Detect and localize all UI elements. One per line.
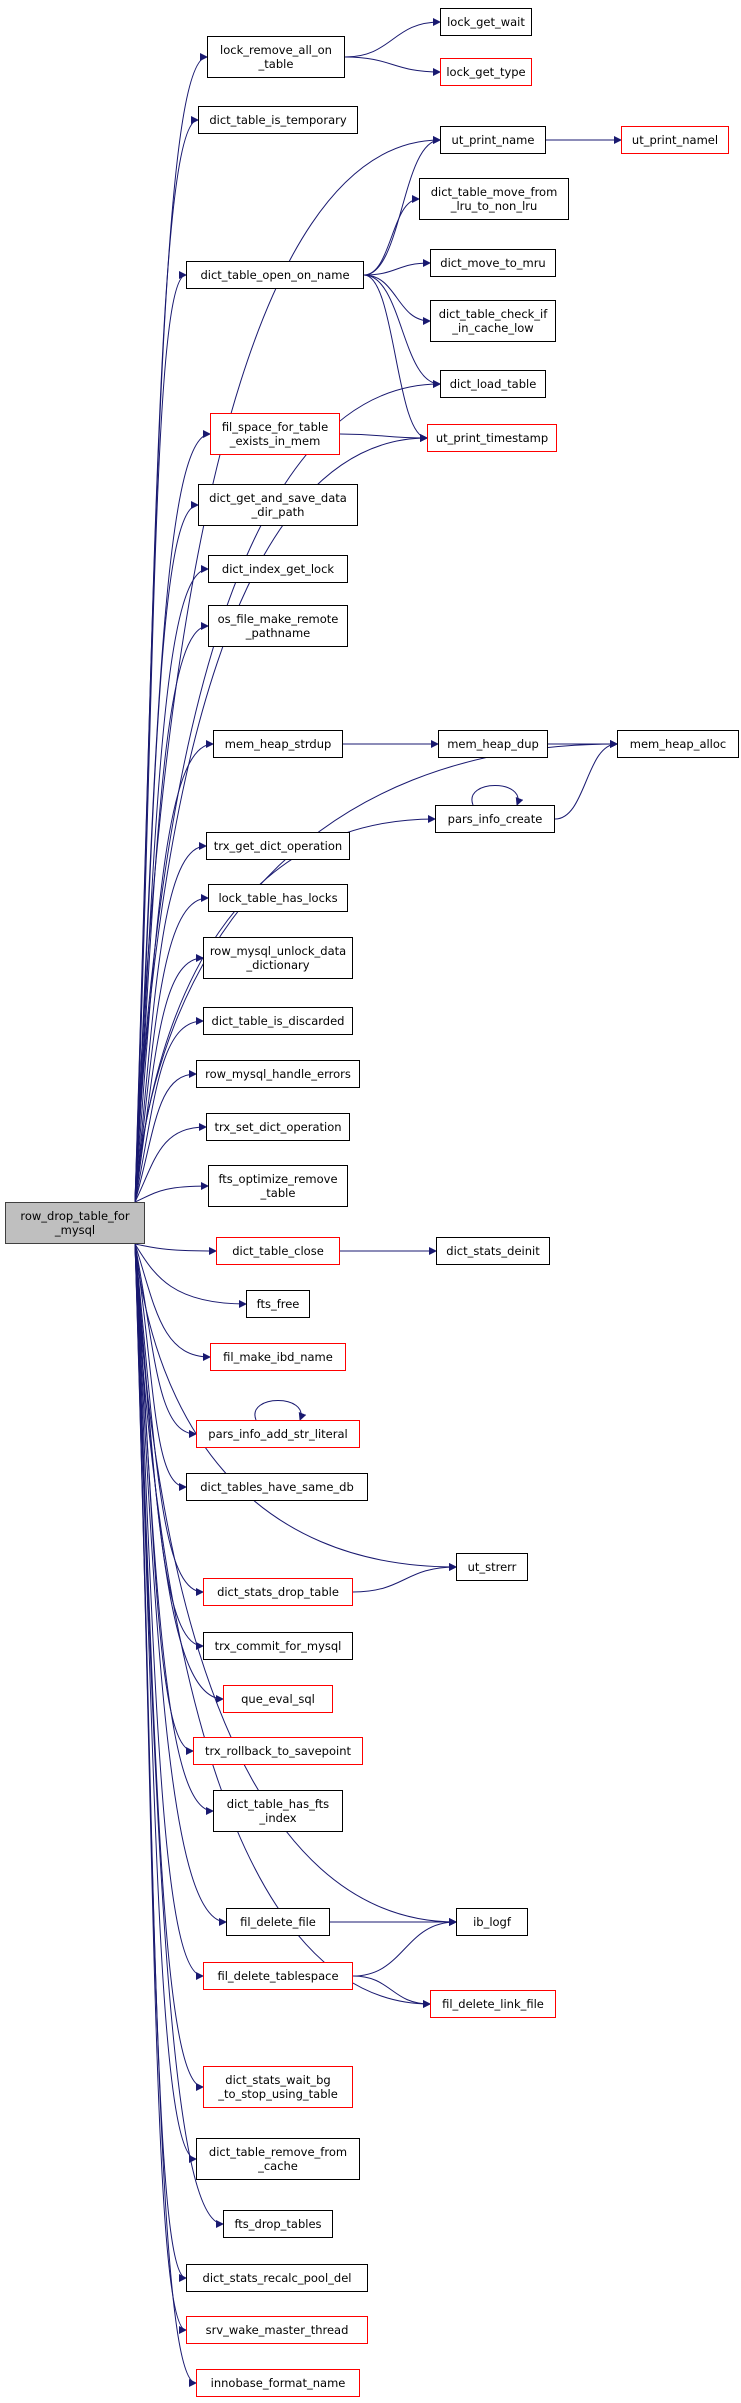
node-srv-wake-master-thread[interactable]: srv_wake_master_thread <box>186 2316 368 2344</box>
node-dict-tables-have-same-db[interactable]: dict_tables_have_same_db <box>186 1473 368 1501</box>
node-dict-move-to-mru[interactable]: dict_move_to_mru <box>430 249 556 277</box>
edge-pars-info-create-to-pars-info-create <box>471 785 524 806</box>
edge-dict-table-open-on-name-to-dict-load-table <box>363 274 441 388</box>
node-dict-table-open-on-name[interactable]: dict_table_open_on_name <box>186 261 364 289</box>
node-dict-table-check-if-in-cache-low[interactable]: dict_table_check_if _in_cache_low <box>430 300 556 342</box>
node-mem-heap-dup[interactable]: mem_heap_dup <box>438 730 548 758</box>
node-pars-info-create[interactable]: pars_info_create <box>435 805 555 833</box>
edge-row-drop-table-for-mysql-to-fil-make-ibd-name <box>134 1243 211 1361</box>
node-que-eval-sql[interactable]: que_eval_sql <box>223 1685 333 1713</box>
edge-row-drop-table-for-mysql-to-trx-set-dict-operation <box>134 1123 207 1203</box>
node-innobase-format-name[interactable]: innobase_format_name <box>196 2369 360 2397</box>
node-dict-stats-drop-table[interactable]: dict_stats_drop_table <box>203 1578 353 1606</box>
edge-row-drop-table-for-mysql-to-que-eval-sql <box>134 1243 224 1703</box>
edge-row-drop-table-for-mysql-to-ut-print-name <box>134 136 441 1203</box>
edge-dict-table-open-on-name-to-dict-move-to-mru <box>363 259 431 276</box>
edge-row-drop-table-for-mysql-to-dict-table-open-on-name <box>134 271 187 1203</box>
edge-row-drop-table-for-mysql-to-ib-logf <box>134 1243 457 1926</box>
node-dict-table-move-from-lru-to-non-lru[interactable]: dict_table_move_from _lru_to_non_lru <box>419 178 569 220</box>
edge-dict-table-open-on-name-to-ut-print-timestamp <box>363 274 428 442</box>
node-fil-space-for-table-exists-in-mem[interactable]: fil_space_for_table _exists_in_mem <box>210 413 340 455</box>
node-trx-set-dict-operation[interactable]: trx_set_dict_operation <box>206 1113 350 1141</box>
edge-fil-space-for-table-exists-in-mem-to-ut-print-timestamp <box>339 433 428 442</box>
edge-lock-remove-all-on-table-to-lock-get-wait <box>344 18 441 58</box>
node-lock-table-has-locks[interactable]: lock_table_has_locks <box>208 884 348 912</box>
node-os-file-make-remote-pathname[interactable]: os_file_make_remote _pathname <box>208 605 348 647</box>
edge-row-drop-table-for-mysql-to-lock-table-has-locks <box>134 894 209 1203</box>
edge-row-drop-table-for-mysql-to-dict-get-and-save-data-dir-path <box>134 501 199 1203</box>
node-dict-table-is-discarded[interactable]: dict_table_is_discarded <box>203 1007 353 1035</box>
edge-row-drop-table-for-mysql-to-dict-tables-have-same-db <box>134 1243 187 1491</box>
node-dict-table-is-temporary[interactable]: dict_table_is_temporary <box>198 106 358 134</box>
edge-row-drop-table-for-mysql-to-fil-delete-tablespace <box>134 1243 204 1980</box>
node-lock-remove-all-on-table[interactable]: lock_remove_all_on _table <box>207 36 345 78</box>
edge-row-drop-table-for-mysql-to-row-mysql-handle-errors <box>134 1070 197 1203</box>
node-ut-print-timestamp[interactable]: ut_print_timestamp <box>427 424 557 452</box>
edge-row-drop-table-for-mysql-to-row-mysql-unlock-data-dictionary <box>134 954 204 1203</box>
edge-row-drop-table-for-mysql-to-dict-stats-drop-table <box>134 1243 204 1596</box>
edge-row-drop-table-for-mysql-to-dict-table-is-discarded <box>134 1017 204 1203</box>
node-ut-print-namel[interactable]: ut_print_namel <box>621 126 729 154</box>
node-dict-table-has-fts-index[interactable]: dict_table_has_fts _index <box>213 1790 343 1832</box>
node-mem-heap-alloc[interactable]: mem_heap_alloc <box>617 730 739 758</box>
edge-row-drop-table-for-mysql-to-dict-table-close <box>134 1243 217 1255</box>
edge-pars-info-create-to-mem-heap-alloc <box>554 740 618 820</box>
node-pars-info-add-str-literal[interactable]: pars_info_add_str_literal <box>196 1420 360 1448</box>
node-fts-free[interactable]: fts_free <box>246 1290 310 1318</box>
node-trx-get-dict-operation[interactable]: trx_get_dict_operation <box>206 832 350 860</box>
node-dict-table-close[interactable]: dict_table_close <box>216 1237 340 1265</box>
edge-fil-delete-tablespace-to-ib-logf <box>352 1918 457 1977</box>
edge-row-drop-table-for-mysql-to-innobase-format-name <box>134 1243 197 2387</box>
edge-row-drop-table-for-mysql-to-dict-table-is-temporary <box>134 116 199 1203</box>
edge-row-drop-table-for-mysql-to-dict-index-get-lock <box>134 565 209 1203</box>
node-dict-stats-recalc-pool-del[interactable]: dict_stats_recalc_pool_del <box>186 2264 368 2292</box>
edge-row-drop-table-for-mysql-to-dict-stats-wait-bg-to-stop-using-table <box>134 1243 204 2091</box>
node-dict-get-and-save-data-dir-path[interactable]: dict_get_and_save_data _dir_path <box>198 484 358 526</box>
edge-row-drop-table-for-mysql-to-mem-heap-strdup <box>134 740 214 1203</box>
edge-dict-stats-drop-table-to-ut-strerr <box>352 1563 457 1593</box>
edge-row-drop-table-for-mysql-to-fts-free <box>134 1243 247 1308</box>
node-fil-delete-link-file[interactable]: fil_delete_link_file <box>430 1990 556 2018</box>
node-fts-drop-tables[interactable]: fts_drop_tables <box>223 2210 333 2238</box>
node-dict-stats-wait-bg-to-stop-using-table[interactable]: dict_stats_wait_bg _to_stop_using_table <box>203 2066 353 2108</box>
node-trx-rollback-to-savepoint[interactable]: trx_rollback_to_savepoint <box>193 1737 363 1765</box>
edge-lock-remove-all-on-table-to-lock-get-type <box>344 56 441 76</box>
node-mem-heap-strdup[interactable]: mem_heap_strdup <box>213 730 343 758</box>
edge-fil-delete-tablespace-to-fil-delete-link-file <box>352 1975 431 2008</box>
node-dict-index-get-lock[interactable]: dict_index_get_lock <box>208 555 348 583</box>
node-dict-stats-deinit[interactable]: dict_stats_deinit <box>436 1237 550 1265</box>
edge-dict-table-open-on-name-to-dict-table-move-from-lru-to-non-lru <box>363 195 420 276</box>
edge-pars-info-add-str-literal-to-pars-info-add-str-literal <box>254 1400 307 1421</box>
edge-row-drop-table-for-mysql-to-ut-strerr <box>134 1243 457 1571</box>
node-row-drop-table-for-mysql: row_drop_table_for _mysql <box>5 1202 145 1244</box>
node-lock-get-wait[interactable]: lock_get_wait <box>440 8 532 36</box>
node-row-mysql-unlock-data-dictionary[interactable]: row_mysql_unlock_data _dictionary <box>203 937 353 979</box>
node-trx-commit-for-mysql[interactable]: trx_commit_for_mysql <box>203 1632 353 1660</box>
edge-row-drop-table-for-mysql-to-ut-print-timestamp <box>134 434 428 1203</box>
node-fil-delete-tablespace[interactable]: fil_delete_tablespace <box>203 1962 353 1990</box>
node-row-mysql-handle-errors[interactable]: row_mysql_handle_errors <box>196 1060 360 1088</box>
node-ib-logf[interactable]: ib_logf <box>456 1908 528 1936</box>
edge-row-drop-table-for-mysql-to-fts-optimize-remove-table <box>134 1182 209 1203</box>
node-ut-print-name[interactable]: ut_print_name <box>440 126 546 154</box>
node-lock-get-type[interactable]: lock_get_type <box>440 58 532 86</box>
node-dict-load-table[interactable]: dict_load_table <box>440 370 546 398</box>
edge-row-drop-table-for-mysql-to-trx-get-dict-operation <box>134 842 207 1203</box>
edge-row-drop-table-for-mysql-to-fil-delete-file <box>134 1243 227 1926</box>
node-fts-optimize-remove-table[interactable]: fts_optimize_remove _table <box>208 1165 348 1207</box>
edge-row-drop-table-for-mysql-to-pars-info-create <box>134 815 436 1203</box>
edge-row-drop-table-for-mysql-to-fts-drop-tables <box>134 1243 224 2228</box>
node-fil-make-ibd-name[interactable]: fil_make_ibd_name <box>210 1343 346 1371</box>
edge-row-drop-table-for-mysql-to-os-file-make-remote-pathname <box>134 622 209 1203</box>
edge-dict-table-open-on-name-to-dict-table-check-if-in-cache-low <box>363 274 431 325</box>
node-dict-table-remove-from-cache[interactable]: dict_table_remove_from _cache <box>196 2138 360 2180</box>
node-ut-strerr[interactable]: ut_strerr <box>456 1553 528 1581</box>
edge-row-drop-table-for-mysql-to-pars-info-add-str-literal <box>134 1243 197 1438</box>
node-fil-delete-file[interactable]: fil_delete_file <box>226 1908 330 1936</box>
